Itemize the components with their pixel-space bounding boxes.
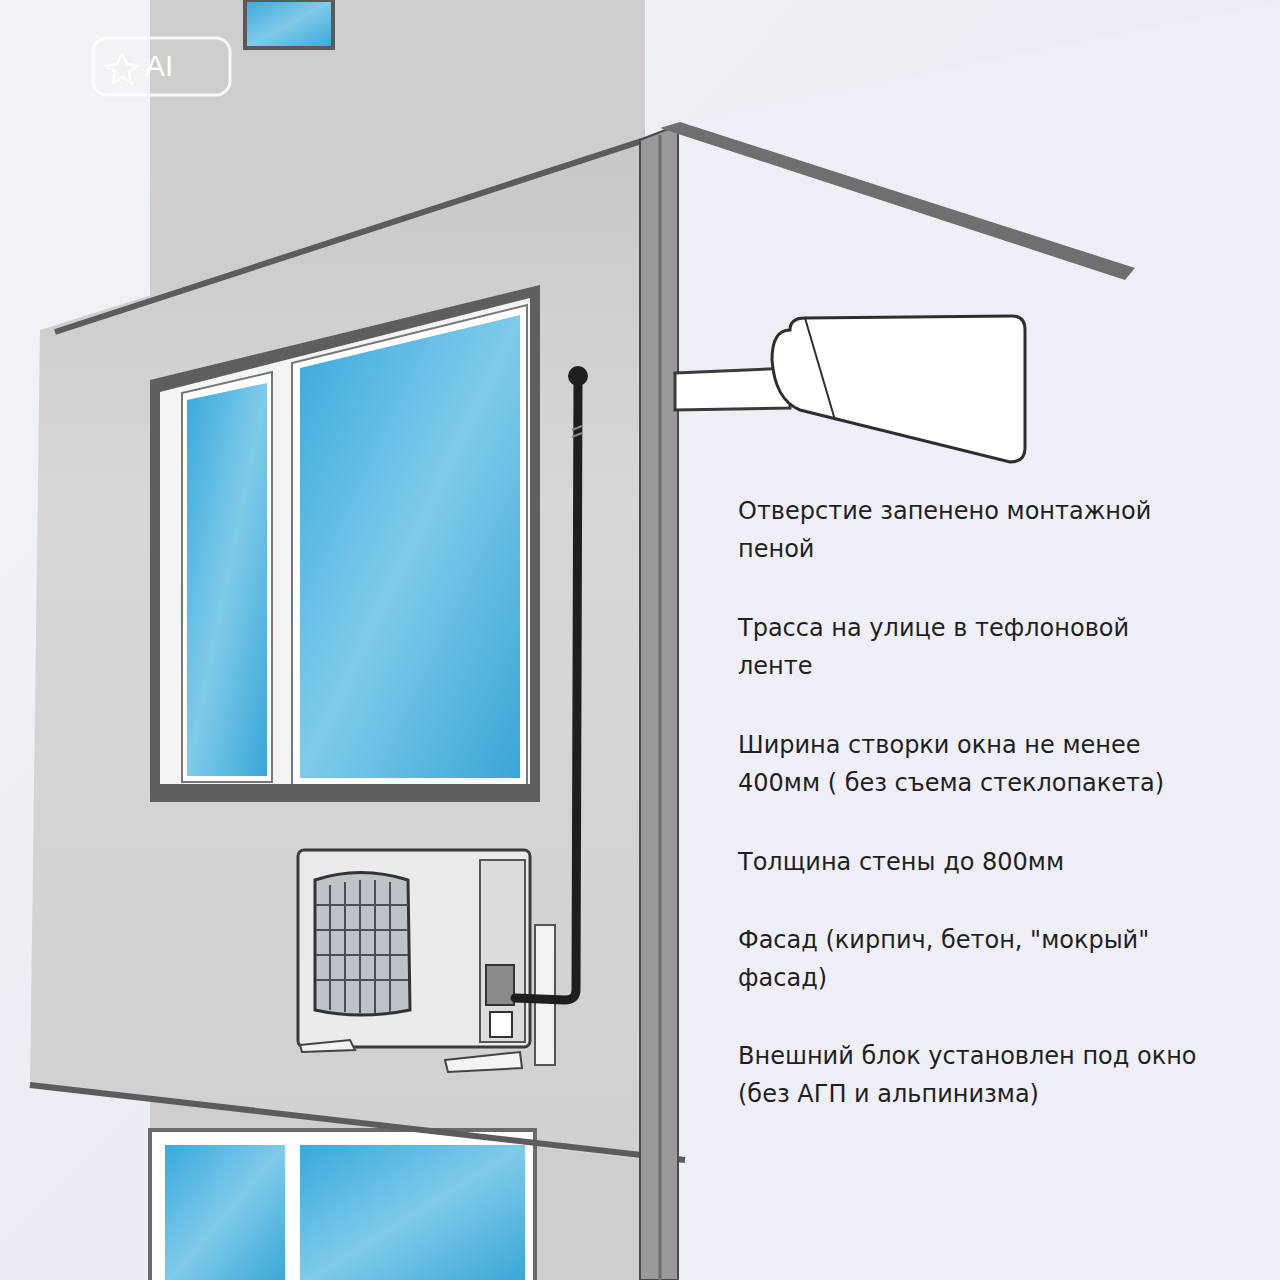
outdoor-unit: [298, 850, 530, 1047]
valve-cover: [486, 965, 514, 1005]
window-sill: [150, 784, 540, 802]
watermark-text: AI: [145, 48, 225, 84]
window-sash: [182, 372, 272, 782]
upper-window: [245, 0, 333, 48]
slab-line: [30, 1085, 685, 1160]
slab-line: [55, 135, 660, 332]
facade: [30, 140, 645, 1160]
note-text: Толщина стены до 800мм: [738, 843, 1208, 881]
note-text: Трасса на улице в тефлоновой ленте: [738, 609, 1208, 685]
fan-grille: [315, 873, 410, 1016]
wall-corner-edge: [659, 135, 662, 1280]
watermark-badge: [93, 38, 230, 95]
side-wall: [675, 0, 1280, 1280]
indoor-unit: [772, 316, 1025, 462]
lower-window-glass: [165, 1145, 285, 1280]
outdoor-unit-side: [480, 860, 525, 1042]
lower-window-frame: [150, 1130, 535, 1280]
window-frame-inner: [160, 298, 530, 790]
note-text: Ширина створки окна не менее 400мм ( без…: [738, 726, 1208, 802]
terminal: [490, 1012, 512, 1037]
window-frame: [150, 285, 540, 800]
grille-lines: [316, 880, 408, 1013]
note-text: Отверстие запенено монтажной пеной: [738, 492, 1208, 568]
note-text: Внешний блок установлен под окно (без АГ…: [738, 1037, 1208, 1113]
ceiling-edge: [660, 122, 1135, 280]
wall-corner: [640, 125, 678, 1280]
watermark-icon: [106, 54, 138, 83]
note-text: Фасад (кирпич, бетон, "мокрый" фасад): [738, 921, 1208, 997]
window-glass: [300, 315, 520, 778]
pipe-route: [515, 378, 578, 1000]
window-glass: [187, 383, 267, 776]
pipe-clamp: [572, 426, 582, 437]
window-sash: [292, 305, 527, 785]
indoor-unit-edge: [805, 318, 835, 420]
lower-window-glass: [300, 1145, 525, 1280]
unit-feet: [300, 1040, 522, 1072]
